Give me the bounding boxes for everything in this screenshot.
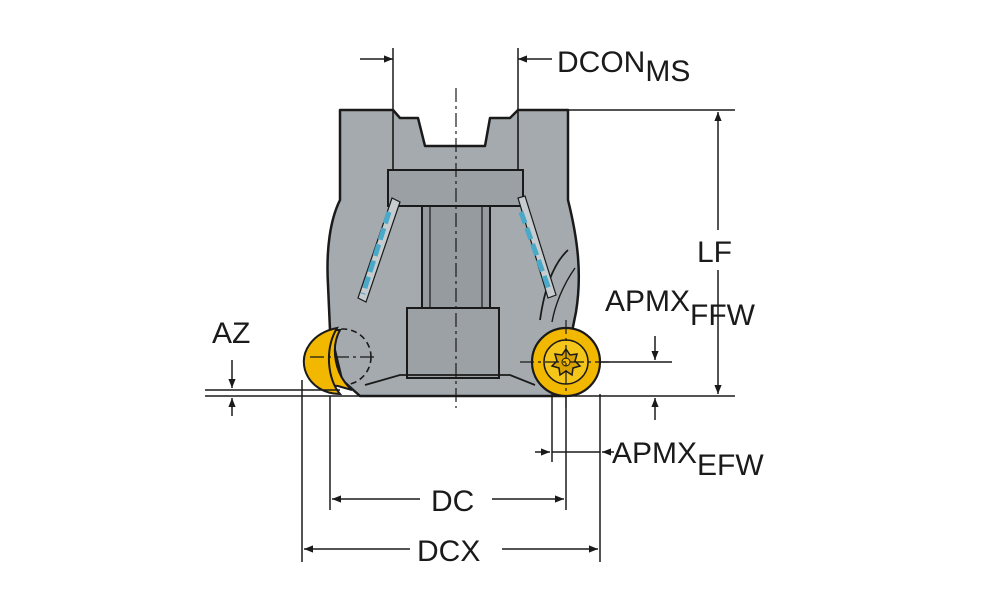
insert-left bbox=[302, 326, 353, 396]
bottom-chamfer bbox=[364, 374, 536, 386]
coolant-channel-right bbox=[517, 195, 557, 299]
drive-slot bbox=[392, 110, 519, 170]
lower-bore bbox=[406, 307, 500, 379]
lf-label: LF bbox=[697, 236, 732, 269]
dcon-ms-label: DCONMS bbox=[557, 46, 690, 88]
centerlines bbox=[310, 88, 612, 408]
apmx-ffw-label: APMXFFW bbox=[605, 285, 756, 332]
dimension-lines bbox=[205, 48, 735, 562]
side-face-curve bbox=[539, 249, 569, 321]
apmx-efw-label: APMXEFW bbox=[612, 437, 764, 482]
coolant-channel-left bbox=[357, 197, 401, 303]
dcx-label: DCX bbox=[417, 535, 480, 568]
dc-label: DC bbox=[431, 485, 474, 518]
az-label: AZ bbox=[212, 317, 250, 350]
